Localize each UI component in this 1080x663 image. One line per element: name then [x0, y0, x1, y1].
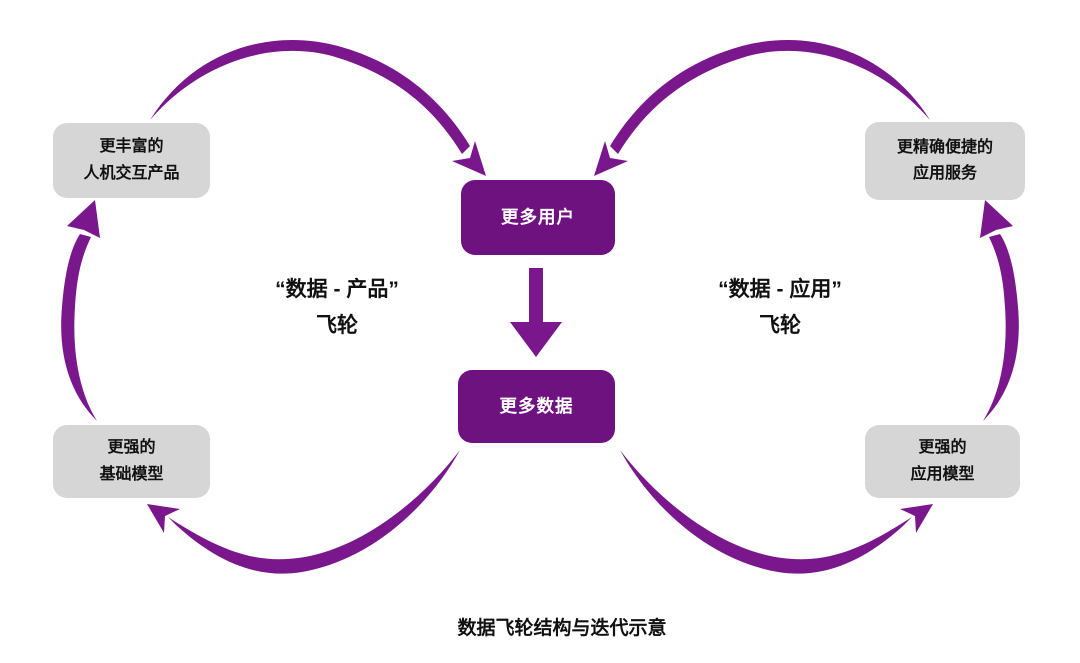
left-top-arrowhead-icon: [452, 141, 486, 176]
node-more-users: 更多用户: [461, 180, 615, 255]
right-up-arrowhead-icon: [980, 200, 1013, 238]
users-to-data-arrow: [510, 268, 562, 357]
right-bottom-arrowhead-icon: [900, 504, 933, 533]
right-cycle-bottom-arc: [620, 450, 912, 574]
node-stronger-foundation-model: 更强的 基础模型: [53, 425, 210, 498]
left-bottom-arrowhead-icon: [147, 504, 180, 533]
node-stronger-app-model: 更强的 应用模型: [865, 425, 1020, 498]
label-data-app-flywheel: “数据 - 应用” 飞轮: [670, 272, 890, 344]
label-data-app-line2: 飞轮: [759, 314, 801, 337]
left-cycle-up-arc: [61, 234, 97, 421]
label-data-product-flywheel: “数据 - 产品” 飞轮: [227, 272, 447, 344]
label-data-product-line1: “数据 - 产品”: [275, 278, 399, 301]
label-data-app-line1: “数据 - 应用”: [718, 278, 842, 301]
diagram-caption: 数据飞轮结构与迭代示意: [457, 618, 667, 639]
label-data-product-line2: 飞轮: [316, 314, 358, 337]
left-cycle-bottom-arc: [168, 450, 460, 574]
left-cycle-top-arc: [150, 40, 470, 154]
node-precise-app-services: 更精确便捷的 应用服务: [865, 122, 1025, 200]
right-top-arrowhead-icon: [594, 141, 628, 176]
left-up-arrowhead-icon: [67, 200, 100, 238]
node-richer-interaction-products: 更丰富的 人机交互产品: [53, 123, 210, 198]
right-cycle-up-arc: [983, 234, 1019, 421]
node-more-data: 更多数据: [458, 370, 615, 443]
right-cycle-top-arc: [610, 40, 930, 154]
